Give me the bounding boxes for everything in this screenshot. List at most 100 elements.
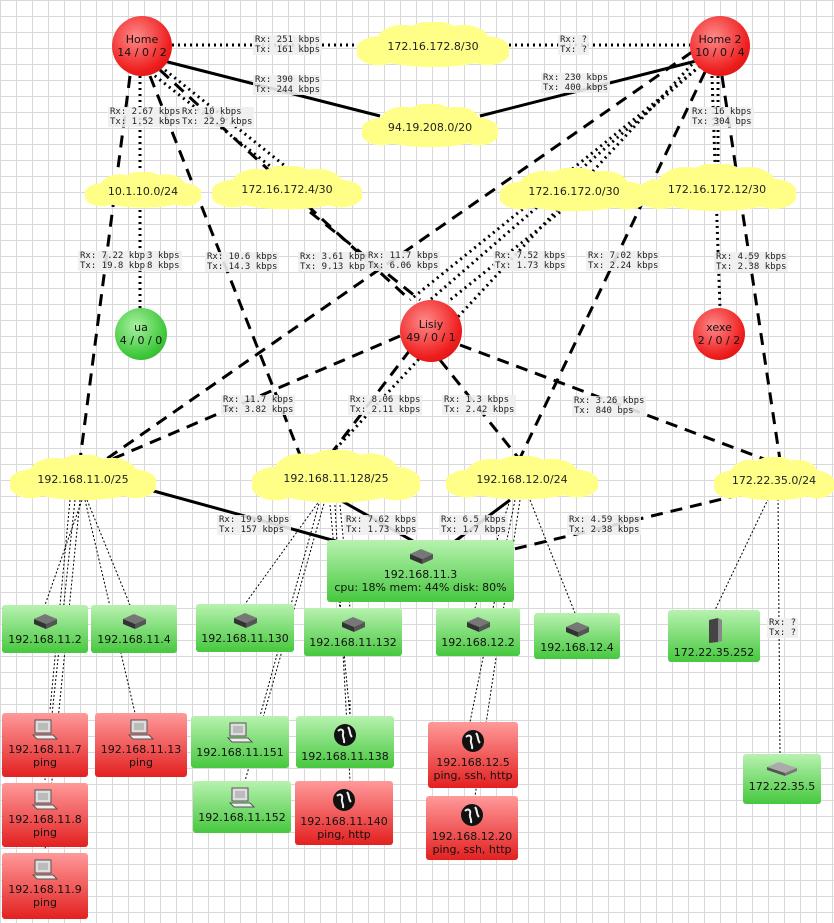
host-node[interactable]: 192.168.11.152 <box>193 781 291 833</box>
network-label: 172.16.172.12/30 <box>667 182 767 196</box>
host-node[interactable]: 192.168.11.132 <box>304 608 402 656</box>
network-link <box>44 499 83 606</box>
network-label: 192.168.11.128/25 <box>283 471 389 485</box>
traffic-label: Rx: 1.3 kbps Tx: 2.42 kbps <box>442 395 517 415</box>
traffic-label: Rx: 8.06 kbps Tx: 2.11 kbps <box>348 395 423 415</box>
cloud-icon <box>638 164 796 211</box>
router-name: ua <box>134 321 148 334</box>
host-node[interactable]: 192.168.11.130 <box>196 604 294 652</box>
host-ip: 192.168.12.4 <box>540 641 614 654</box>
network-link <box>78 75 132 461</box>
network-label: 172.16.172.4/30 <box>241 182 333 196</box>
host-services: ping <box>33 896 57 909</box>
router-name: Home 2 <box>698 33 742 46</box>
network-cloud[interactable]: 172.22.35.0/24 <box>714 457 834 503</box>
traffic-label: Rx: 2.67 kbps Tx: 1.52 kbps <box>108 107 183 127</box>
server-icon <box>123 614 146 629</box>
host-node[interactable]: 192.168.12.5 ping, ssh, http <box>428 722 518 788</box>
network-cloud[interactable]: 172.16.172.8/30 <box>357 22 509 70</box>
router-home2[interactable]: Home 2 10 / 0 / 4 <box>690 16 750 76</box>
network-cloud[interactable]: 10.1.10.0/24 <box>85 172 201 210</box>
router-ua[interactable]: ua 4 / 0 / 0 <box>115 308 167 360</box>
network-label: 94.19.208.0/20 <box>387 120 473 134</box>
host-ip: 192.168.12.2 <box>441 636 515 649</box>
computer-icon <box>31 719 59 740</box>
host-node[interactable]: 192.168.11.8 ping <box>2 783 88 847</box>
network-link <box>720 75 782 461</box>
server-node[interactable]: 192.168.11.3 cpu: 18% mem: 44% disk: 80% <box>327 540 514 602</box>
traffic-label: Rx: 11.7 kbps Tx: 6.06 kbps <box>366 251 441 271</box>
server-icon <box>234 613 257 628</box>
server-icon <box>566 622 589 637</box>
traffic-label: Rx: 10.6 kbps Tx: 14.3 kbps <box>205 252 280 272</box>
network-cloud[interactable]: 172.16.172.12/30 <box>638 164 796 214</box>
traffic-label: Rx: 6.5 kbps Tx: 1.7 kbps <box>439 515 509 535</box>
router-stats: 2 / 0 / 2 <box>697 334 741 347</box>
computer-icon <box>31 789 59 810</box>
host-node[interactable]: 172.22.35.5 <box>743 754 821 804</box>
router-xexe[interactable]: xexe 2 / 0 / 2 <box>693 308 745 360</box>
network-link <box>244 499 326 782</box>
router-stats: 49 / 0 / 1 <box>406 331 456 344</box>
switch-icon <box>767 762 797 776</box>
host-node[interactable]: 192.168.12.20 ping, ssh, http <box>426 796 518 860</box>
traffic-label: Rx: ? Tx: ? <box>558 35 590 55</box>
cloud-icon <box>212 166 362 210</box>
host-node[interactable]: 192.168.11.138 <box>296 716 394 768</box>
computer-icon <box>31 859 59 880</box>
host-node[interactable]: 192.168.11.140 ping, http <box>295 781 393 845</box>
host-ip: 192.168.11.140 <box>300 815 388 828</box>
network-label: 172.16.172.8/30 <box>387 39 479 53</box>
router-lisiy[interactable]: Lisiy 49 / 0 / 1 <box>400 300 462 362</box>
host-services: ping <box>33 826 57 839</box>
host-ip: 192.168.11.8 <box>8 813 82 826</box>
router-home[interactable]: Home 14 / 0 / 2 <box>112 16 172 76</box>
server-icon <box>34 614 57 629</box>
globe-icon <box>461 804 483 826</box>
network-cloud[interactable]: 192.168.12.0/24 <box>446 456 598 502</box>
host-ip: 192.168.11.13 <box>100 743 182 756</box>
network-label: 10.1.10.0/24 <box>107 184 179 198</box>
host-node[interactable]: 192.168.11.13 ping <box>95 713 187 777</box>
network-label: 172.22.35.0/24 <box>731 473 817 487</box>
router-stats: 10 / 0 / 4 <box>695 46 745 59</box>
host-node[interactable]: 192.168.11.9 ping <box>2 853 88 919</box>
cloud-icon <box>10 455 156 501</box>
traffic-label: Rx: 16 kbps Tx: 304 bps <box>690 107 754 127</box>
host-ip: 172.22.35.252 <box>673 646 755 659</box>
host-ip: 192.168.11.151 <box>196 746 284 759</box>
traffic-label: Rx: 10 kbps Tx: 22.9 kbps <box>180 107 255 127</box>
traffic-label: Rx: 7.02 kbps Tx: 2.24 kbps <box>586 251 661 271</box>
traffic-label: Rx: 3.61 kbps Tx: 9.13 kbps <box>298 252 373 272</box>
host-node[interactable]: 172.22.35.252 <box>668 610 760 662</box>
network-cloud[interactable]: 192.168.11.128/25 <box>252 450 420 506</box>
host-node[interactable]: 192.168.12.2 <box>436 608 520 656</box>
network-cloud[interactable]: 192.168.11.0/25 <box>10 455 156 503</box>
cloud-icon <box>714 457 834 501</box>
traffic-label: Rx: 4.59 kbps Tx: 2.38 kbps <box>567 515 642 535</box>
host-node[interactable]: 192.168.11.4 <box>91 605 177 653</box>
network-link <box>109 334 401 462</box>
network-cloud[interactable]: 94.19.208.0/20 <box>362 104 498 150</box>
traffic-label: Rx: 19.9 kbps Tx: 157 kbps <box>217 515 292 535</box>
host-services: ping <box>129 756 153 769</box>
host-node[interactable]: 192.168.11.151 <box>191 716 289 768</box>
router-name: Lisiy <box>418 318 444 331</box>
traffic-label: Rx: 7.22 kbps Tx: 19.8 kbps <box>78 251 153 271</box>
network-label: 172.16.172.0/30 <box>528 184 620 198</box>
cloud-icon <box>500 168 648 212</box>
network-link <box>339 504 351 609</box>
server-icon <box>467 617 490 632</box>
host-node[interactable]: 192.168.11.2 <box>2 605 88 653</box>
host-node[interactable]: 192.168.12.4 <box>534 613 620 659</box>
host-node[interactable]: 192.168.11.7 ping <box>2 713 88 777</box>
cloud-icon <box>357 22 509 68</box>
globe-icon <box>334 724 356 746</box>
router-stats: 14 / 0 / 2 <box>117 46 167 59</box>
network-link <box>529 499 576 614</box>
server-ip: 192.168.11.3 <box>383 568 458 581</box>
traffic-label: Rx: 390 kbps Tx: 244 kbps <box>253 75 323 95</box>
network-cloud[interactable]: 172.16.172.4/30 <box>212 166 362 212</box>
network-cloud[interactable]: 172.16.172.0/30 <box>500 168 648 214</box>
network-link <box>149 70 271 168</box>
